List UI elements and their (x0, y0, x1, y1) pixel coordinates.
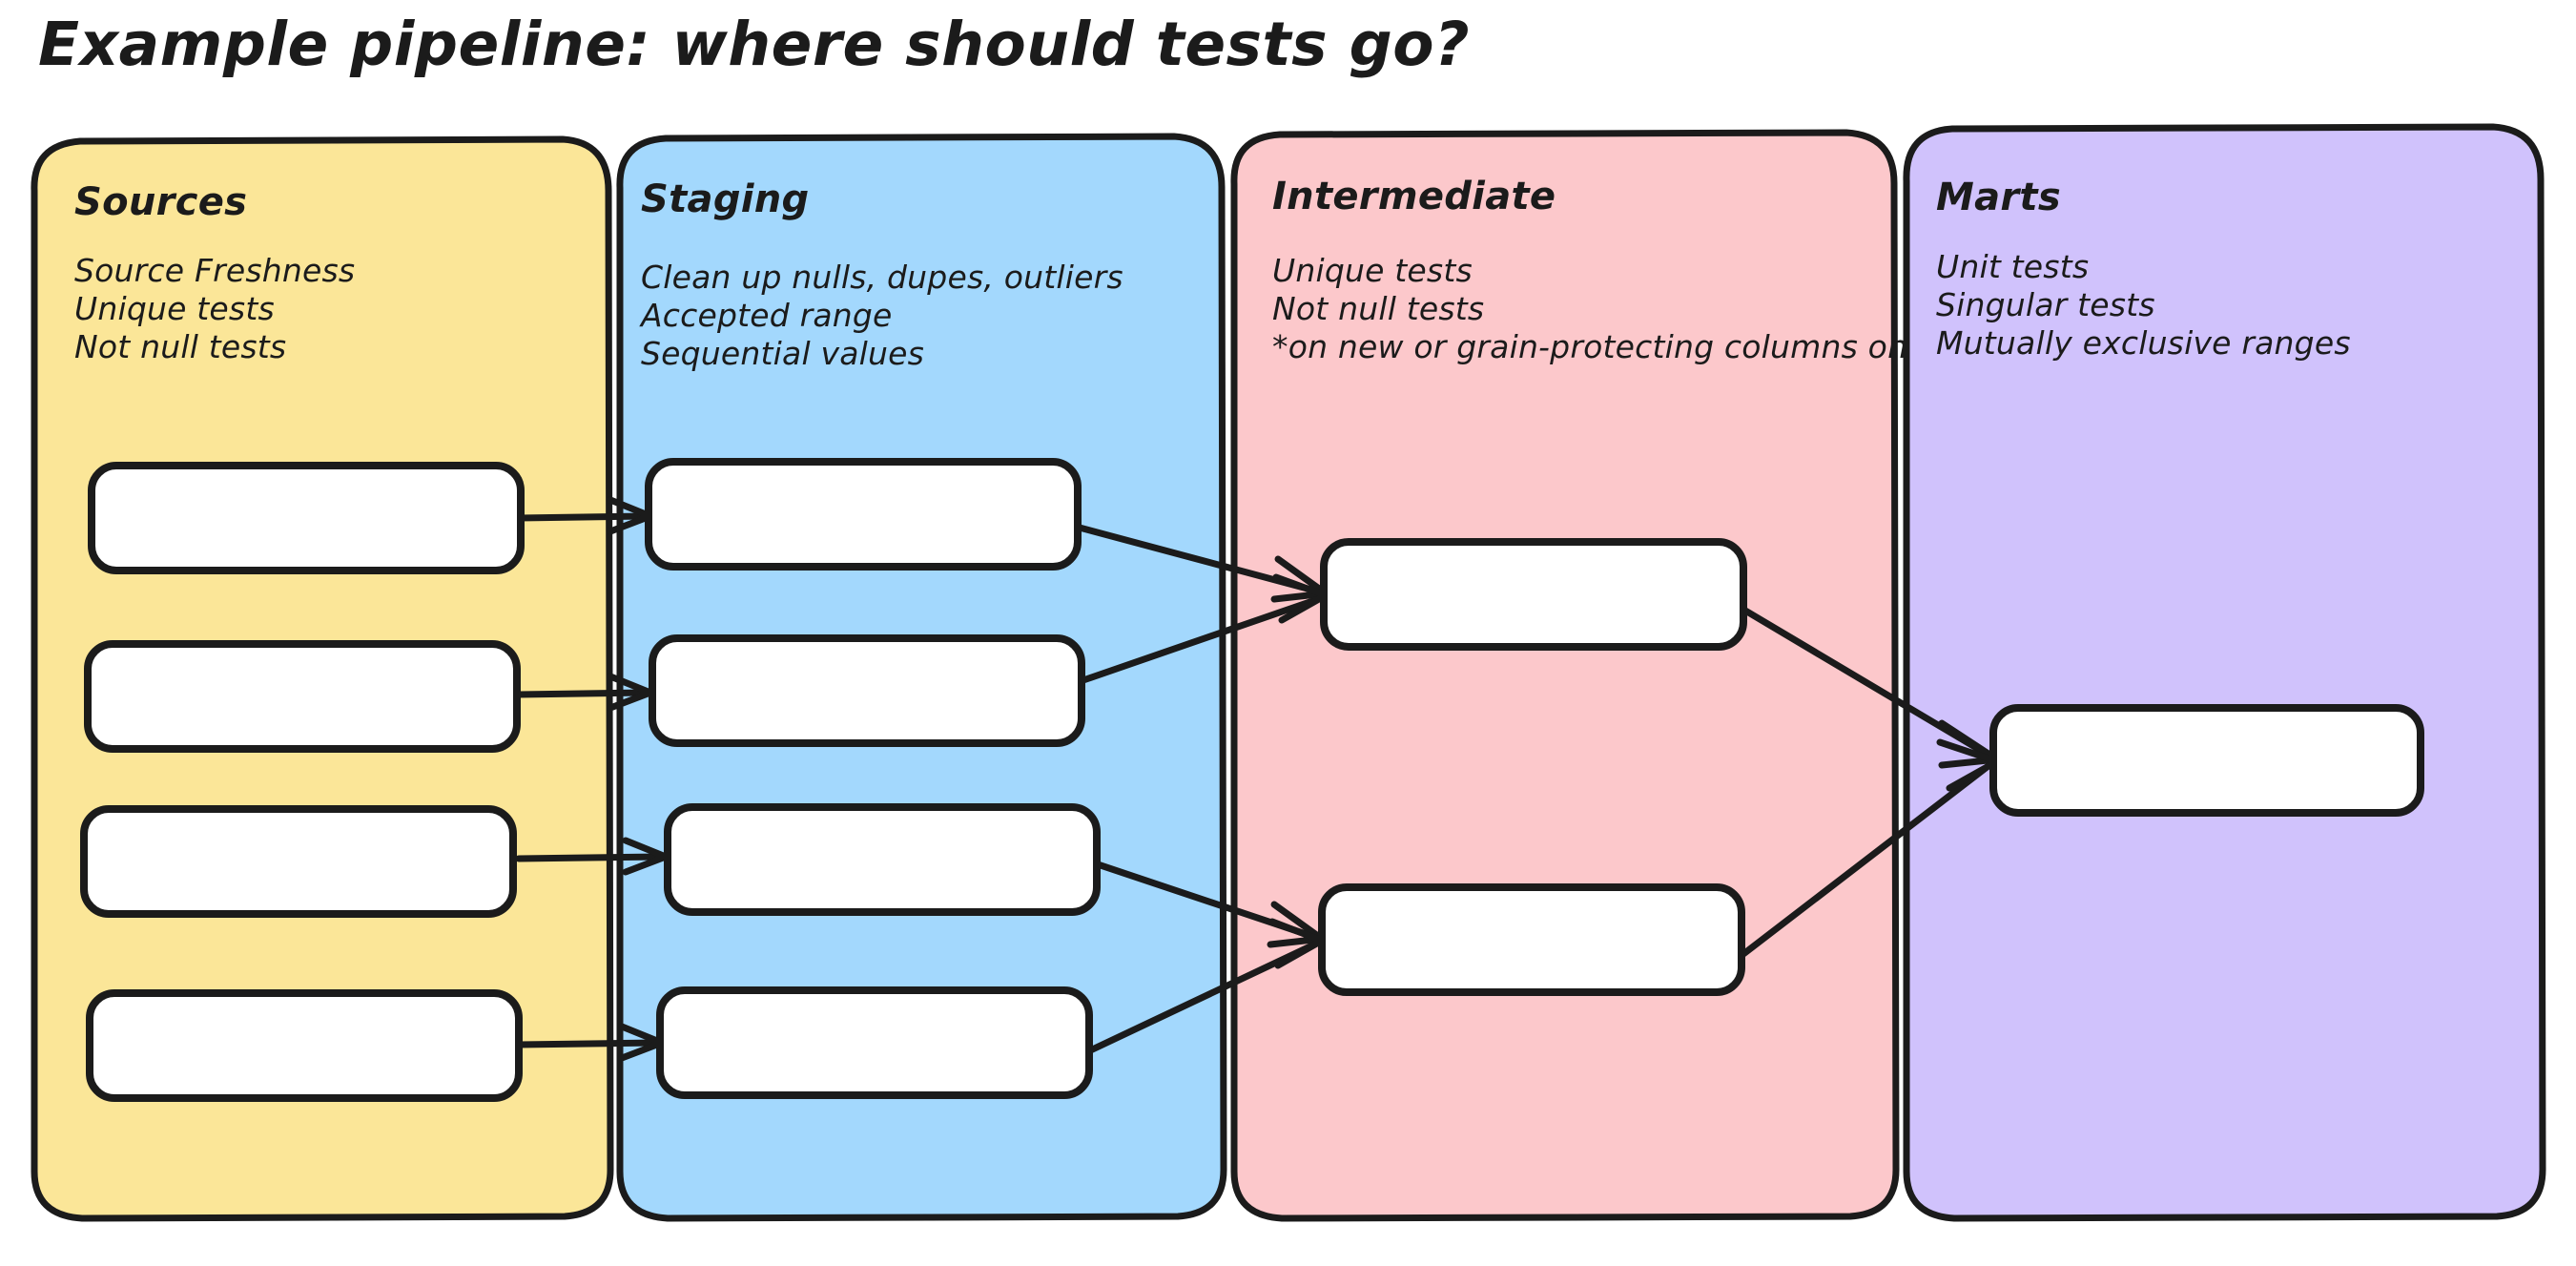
node-staging-3[interactable] (664, 803, 1101, 916)
edge-layer (515, 496, 2001, 1062)
panel-sources-line-2: Not null tests (74, 328, 286, 365)
panel-staging-line-2: Sequential values (641, 335, 924, 372)
node-source-1[interactable] (88, 462, 525, 574)
page-title: Example pipeline: where should tests go? (38, 10, 1470, 79)
panel-marts-title: Marts (1936, 176, 2061, 219)
node-source-3[interactable] (80, 805, 517, 918)
panel-intermediate-line-1: Not null tests (1272, 290, 1484, 327)
panel-intermediate-line-0: Unique tests (1272, 252, 1473, 289)
node-source-2[interactable] (84, 640, 521, 753)
node-intermediate-2[interactable] (1318, 883, 1745, 996)
panel-intermediate-title: Intermediate (1272, 175, 1556, 218)
node-mart-1[interactable] (1989, 704, 2424, 817)
panel-sources-line-0: Source Freshness (74, 252, 355, 289)
panel-marts-line-2: Mutually exclusive ranges (1936, 324, 2351, 362)
panel-marts: Marts Unit tests Singular tests Mutually… (1903, 123, 2546, 1222)
panel-sources-line-1: Unique tests (74, 290, 275, 327)
panel-staging-line-0: Clean up nulls, dupes, outliers (641, 259, 1123, 296)
panel-intermediate-line-2: *on new or grain-protecting columns only (1272, 328, 1936, 365)
panel-intermediate: Intermediate Unique tests Not null tests… (1230, 129, 1936, 1222)
node-group-sources (80, 462, 525, 1102)
node-group-intermediate (1318, 538, 1747, 996)
node-intermediate-1[interactable] (1320, 538, 1747, 651)
node-source-4[interactable] (86, 989, 523, 1102)
node-staging-2[interactable] (649, 634, 1085, 747)
panel-staging-line-1: Accepted range (639, 297, 893, 334)
node-staging-1[interactable] (645, 458, 1082, 571)
panel-sources-title: Sources (74, 180, 247, 224)
node-group-staging (645, 458, 1101, 1099)
panel-marts-shape (1903, 123, 2546, 1222)
node-group-marts (1989, 704, 2424, 817)
panel-marts-line-1: Singular tests (1936, 286, 2155, 323)
node-staging-4[interactable] (656, 986, 1093, 1099)
panel-marts-line-0: Unit tests (1936, 248, 2089, 285)
panel-staging-title: Staging (641, 177, 809, 221)
